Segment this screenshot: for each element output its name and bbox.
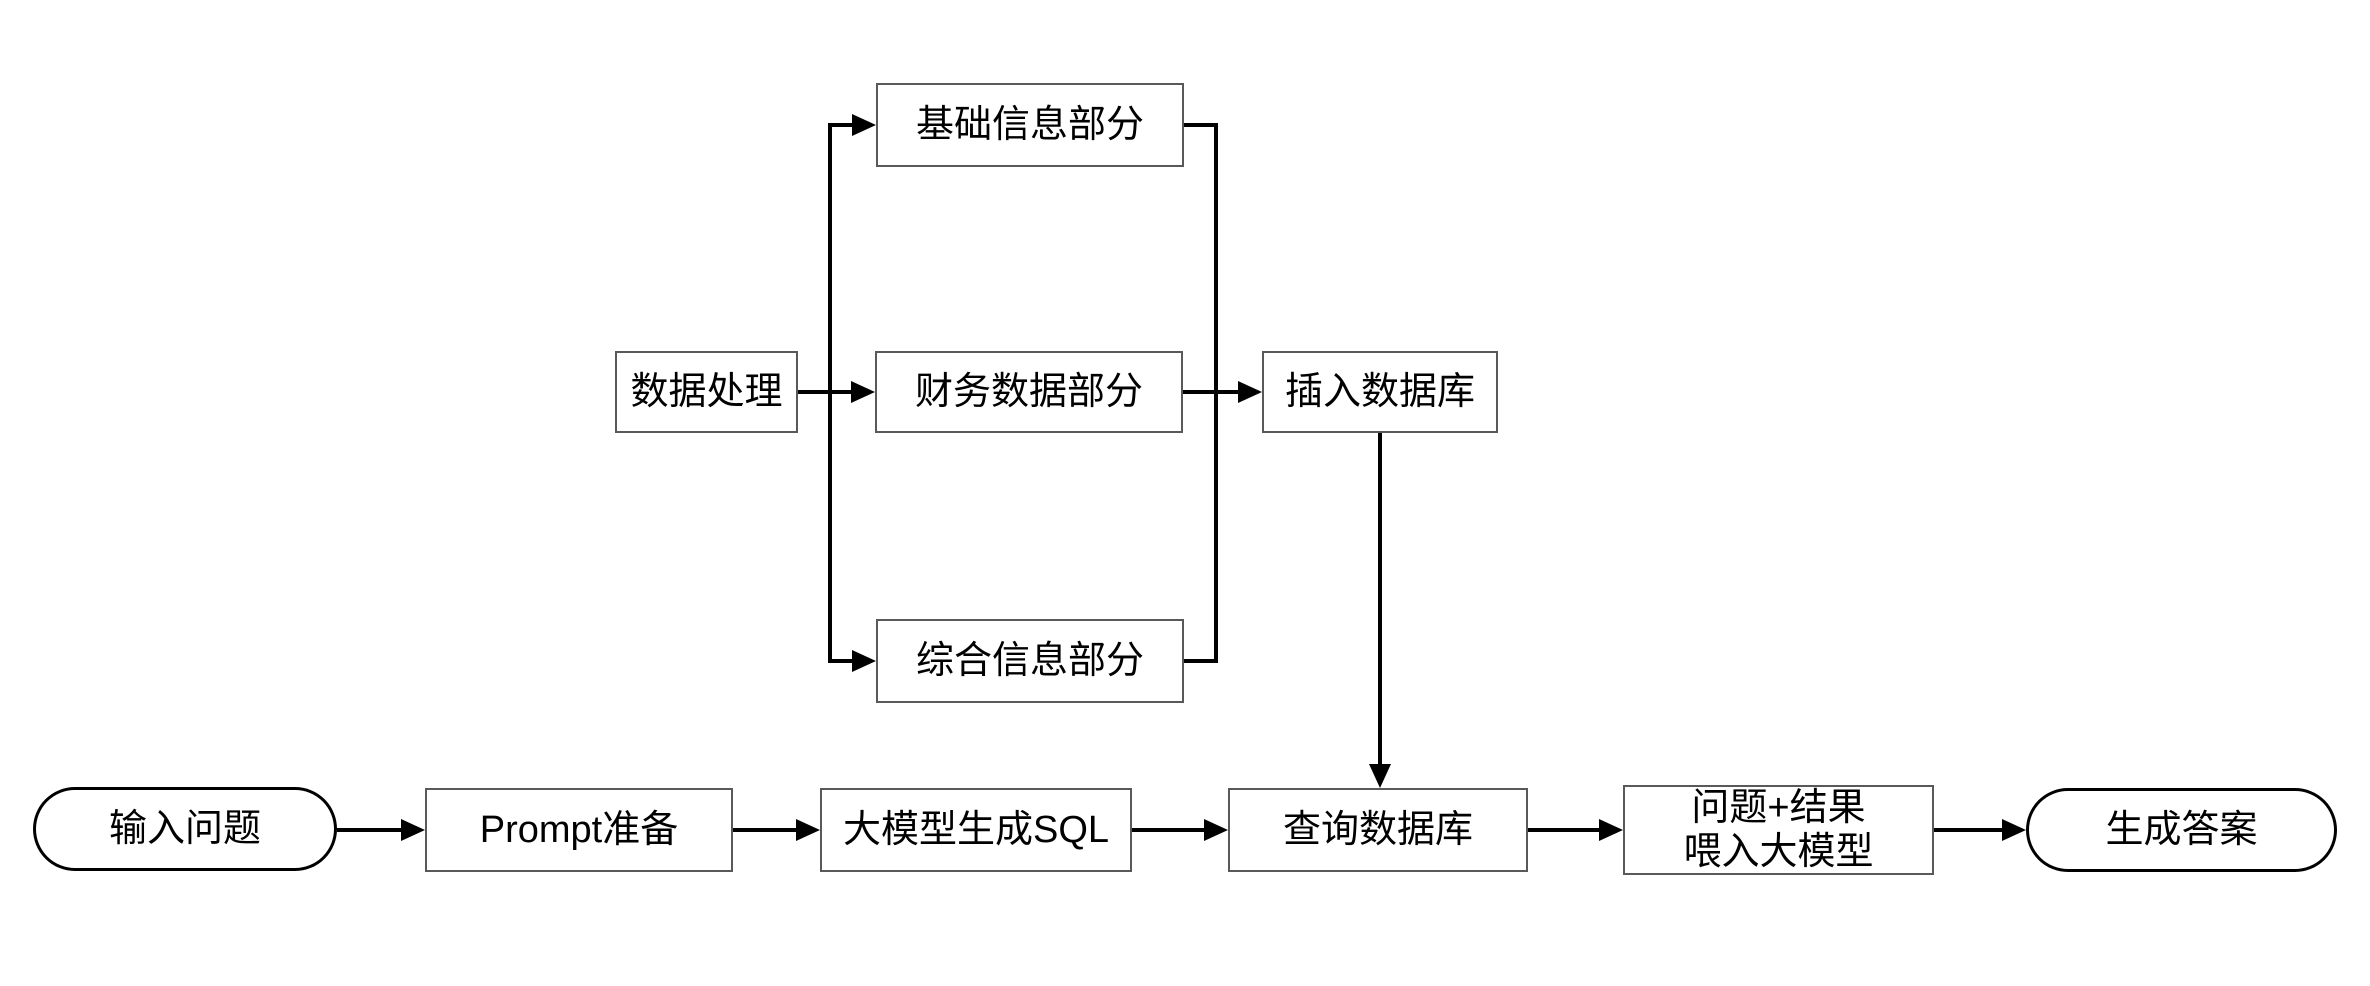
connector-query-to-feed — [1528, 828, 1599, 832]
node-label: 生成答案 — [2105, 809, 2258, 851]
node-prompt-preparation: Prompt准备 — [425, 788, 733, 872]
node-comprehensive-info: 综合信息部分 — [876, 619, 1184, 703]
arrowhead-to-financial — [851, 381, 875, 403]
node-llm-generate-sql: 大模型生成SQL — [820, 788, 1132, 872]
connector-to-comprehensive — [828, 659, 852, 663]
connector-to-basic-info — [828, 123, 852, 127]
node-feed-llm: 问题+结果 喂入大模型 — [1623, 785, 1934, 875]
arrowhead-llmsql-to-query — [1204, 819, 1228, 841]
connector-to-insert-db — [1183, 390, 1238, 394]
node-label: 输入问题 — [108, 808, 261, 850]
arrowhead-feed-to-answer — [2002, 819, 2026, 841]
node-query-database: 查询数据库 — [1228, 788, 1528, 872]
node-label: 查询数据库 — [1282, 809, 1473, 851]
node-data-processing: 数据处理 — [615, 351, 798, 433]
connector-input-to-prompt — [337, 828, 401, 832]
arrowhead-to-comprehensive — [852, 650, 876, 672]
connector-feed-to-answer — [1934, 828, 2002, 832]
node-basic-info: 基础信息部分 — [876, 83, 1184, 167]
node-financial-data: 财务数据部分 — [875, 351, 1183, 433]
arrowhead-to-insert-db — [1238, 381, 1262, 403]
arrowhead-input-to-prompt — [401, 819, 425, 841]
node-label-line1: 问题+结果 — [1691, 787, 1866, 829]
connector-llmsql-to-query — [1132, 828, 1204, 832]
node-label: 基础信息部分 — [915, 104, 1144, 146]
connector-to-financial — [798, 390, 852, 394]
node-label: 财务数据部分 — [914, 371, 1143, 413]
connector-basic-info-out — [1184, 123, 1218, 127]
node-generate-answer: 生成答案 — [2026, 788, 2337, 872]
node-label-line2: 喂入大模型 — [1683, 831, 1874, 873]
arrowhead-insert-to-query — [1369, 764, 1391, 788]
node-label: Prompt准备 — [479, 809, 679, 851]
node-input-question: 输入问题 — [33, 787, 337, 871]
arrowhead-to-basic-info — [852, 114, 876, 136]
connector-insert-to-query — [1378, 433, 1382, 764]
node-label: 大模型生成SQL — [842, 809, 1110, 851]
arrowhead-query-to-feed — [1599, 819, 1623, 841]
node-label: 数据处理 — [630, 371, 783, 413]
node-label: 插入数据库 — [1284, 371, 1475, 413]
connector-prompt-to-llmsql — [733, 828, 796, 832]
connector-comprehensive-out — [1184, 659, 1218, 663]
node-insert-database: 插入数据库 — [1262, 351, 1498, 433]
arrowhead-prompt-to-llmsql — [796, 819, 820, 841]
node-label: 综合信息部分 — [915, 640, 1144, 682]
